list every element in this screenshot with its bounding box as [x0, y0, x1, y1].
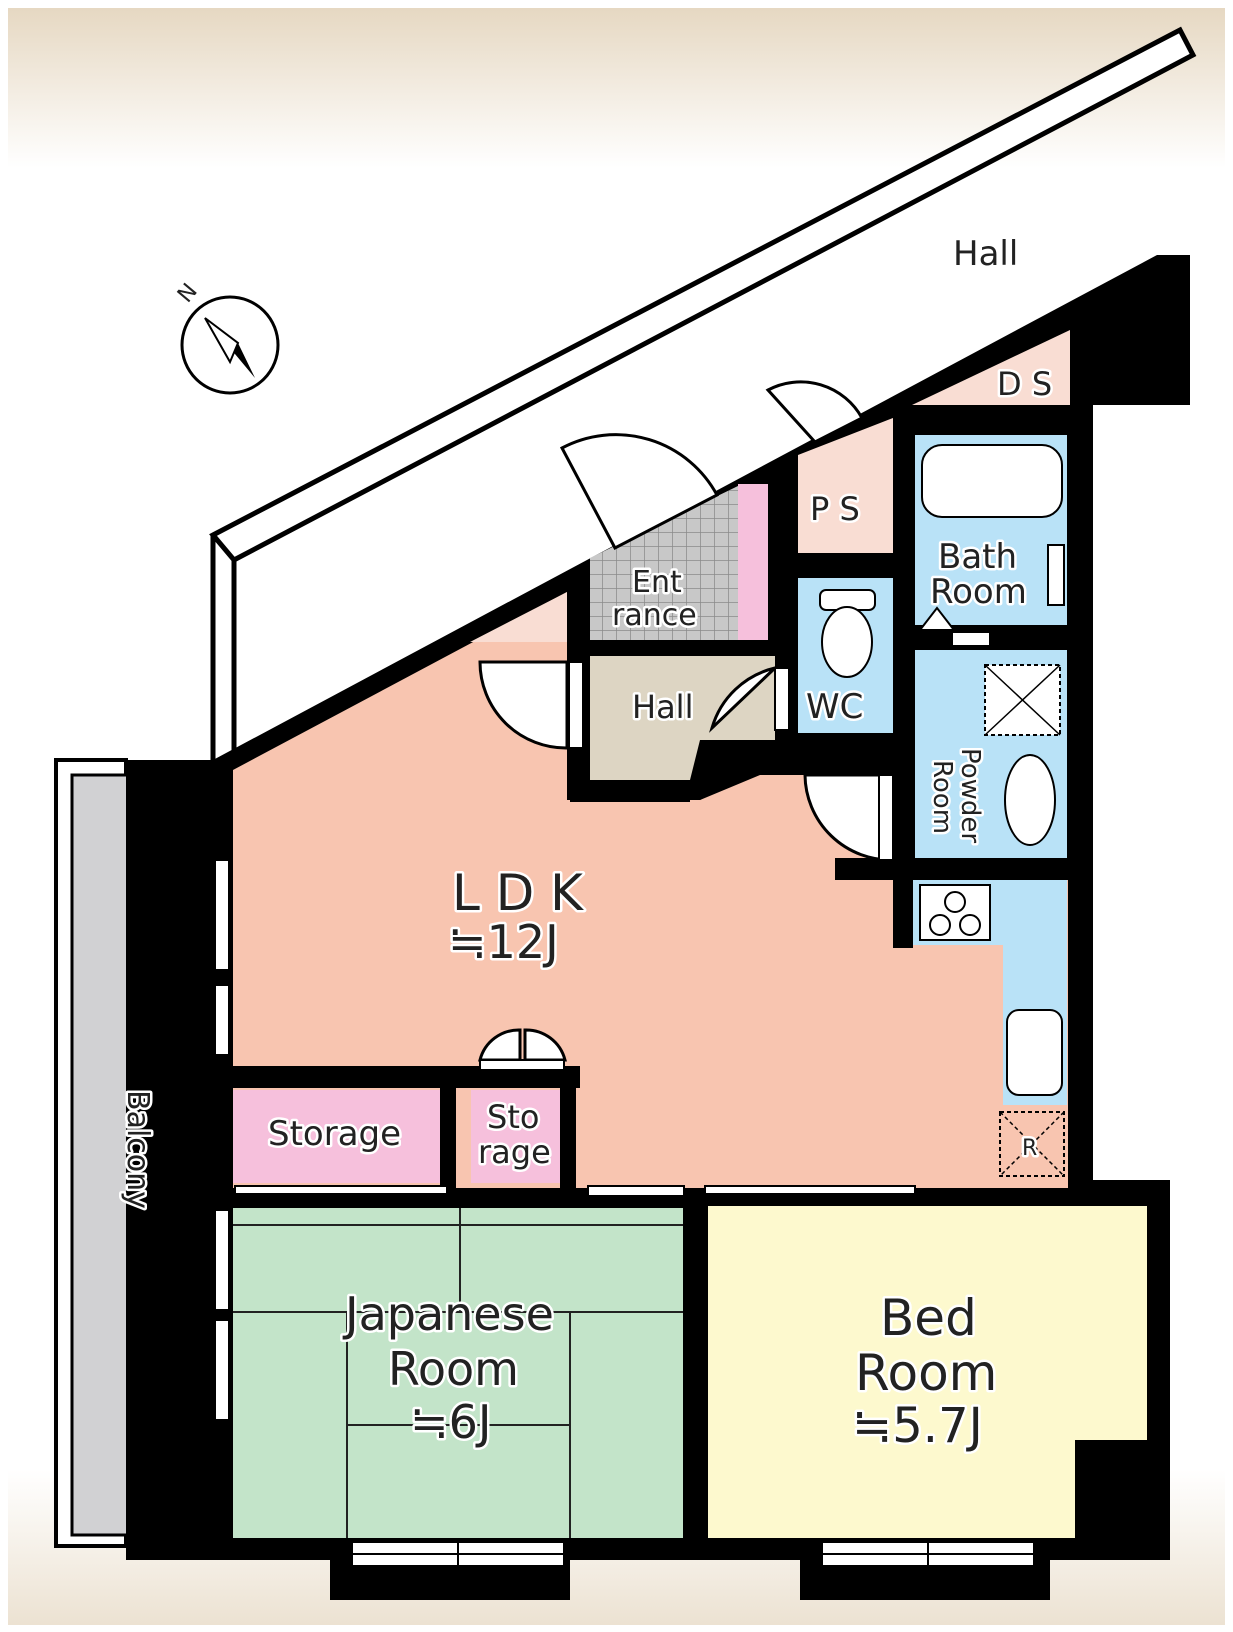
label-hall-outside: Hall: [953, 234, 1018, 274]
label-storage2-1: Sto: [487, 1098, 539, 1136]
label-powder-2: Room: [927, 760, 957, 834]
background-top: [8, 8, 1225, 168]
fixture-details: [984, 664, 1065, 1177]
room-labels: Hall D S P S Bath Room Ent rance Hall WC…: [118, 232, 1055, 1457]
label-bed-3: ≒5.7J: [852, 1398, 983, 1454]
stove-burners: [929, 891, 981, 936]
label-entrance-2: rance: [612, 598, 697, 633]
label-powder-1: Powder: [955, 748, 985, 843]
entrance-floor: [590, 485, 740, 640]
label-entrance-1: Ent: [632, 565, 682, 600]
ds-space: [912, 330, 1070, 405]
inner-hall: [590, 656, 775, 780]
balcony: [70, 773, 134, 1537]
label-bed-2: Room: [855, 1344, 997, 1402]
label-japanese-1: Japanese: [342, 1287, 554, 1341]
shoe-storage: [738, 484, 768, 640]
label-ds: D S: [997, 365, 1052, 403]
ps-space: [798, 418, 893, 553]
bed-room: [708, 1204, 1147, 1538]
label-ps: P S: [810, 490, 860, 528]
compass-needle-light: [204, 317, 240, 365]
label-bath-1: Bath: [938, 537, 1017, 577]
label-hall-inside: Hall: [632, 688, 693, 726]
label-balcony: Balcony: [120, 1090, 155, 1209]
label-wc: WC: [806, 687, 863, 727]
window-sashes: [352, 1542, 1034, 1566]
tatami-lines: [233, 1208, 683, 1538]
label-storage2-2: rage: [478, 1133, 551, 1171]
label-ldk-2: ≒12J: [448, 915, 559, 969]
label-storage: Storage: [268, 1114, 401, 1154]
storage-closet: [471, 1090, 566, 1183]
label-fridge: R: [1022, 1136, 1037, 1161]
storage-room: [233, 1090, 446, 1183]
label-bed-1: Bed: [880, 1289, 977, 1347]
label-ldk-1: L D K: [452, 864, 584, 922]
compass: N: [171, 277, 280, 395]
door-leaves: [479, 661, 894, 1071]
japanese-room: [233, 1208, 683, 1538]
label-bath-2: Room: [930, 572, 1027, 612]
front-doors: [478, 380, 895, 1062]
fixtures: [819, 444, 1065, 1177]
ldk-room: [233, 592, 1072, 1190]
label-japanese-3: ≒6J: [410, 1395, 491, 1449]
ldk-corner: [470, 592, 567, 642]
label-japanese-2: Room: [388, 1342, 519, 1396]
corridor-rail: [209, 26, 1197, 564]
